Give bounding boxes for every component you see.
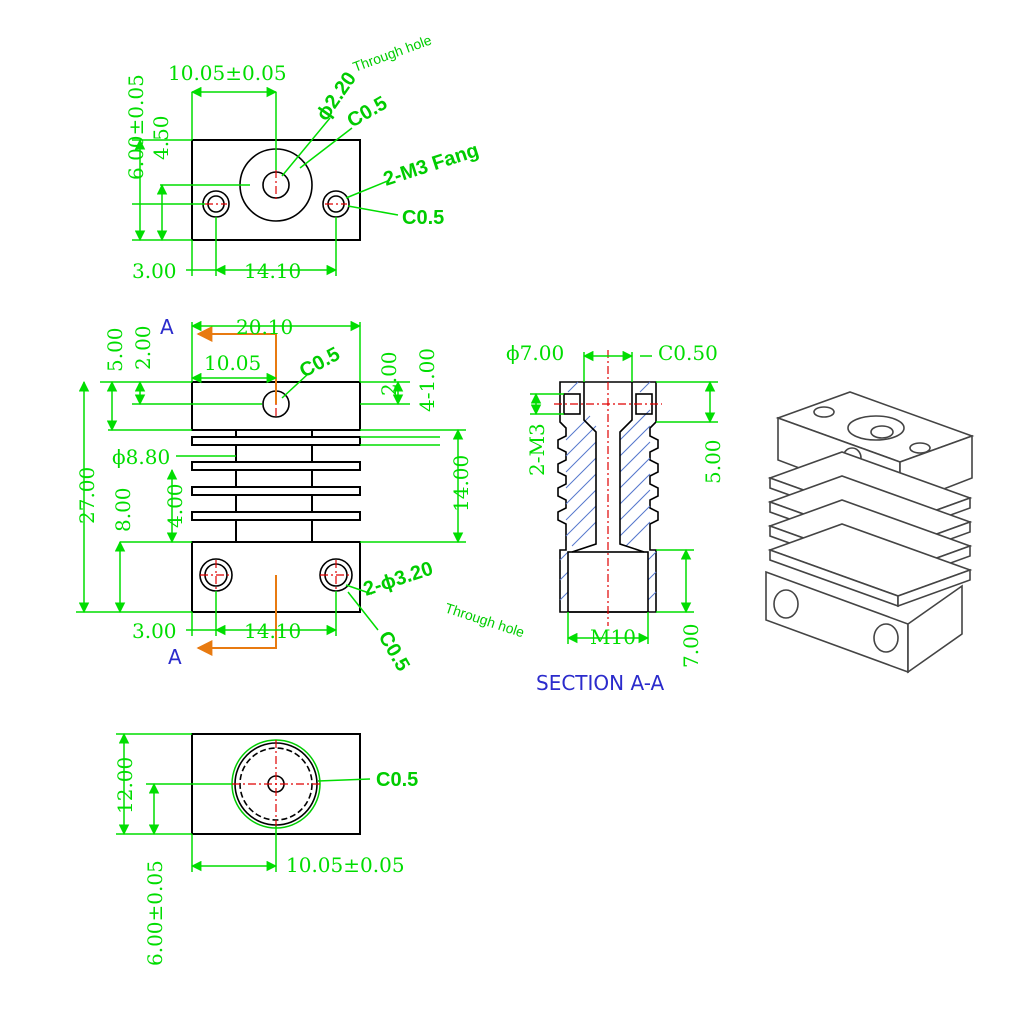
front-holes-note: Through hole bbox=[443, 600, 527, 641]
top-view: 10.05±0.05 6.00±0.05 4.50 ϕ2.20 Through … bbox=[124, 31, 482, 283]
section-m10-label: M10 bbox=[590, 625, 636, 649]
front-dim-200-right: 2.00 bbox=[377, 351, 401, 396]
isometric-view bbox=[765, 391, 975, 674]
bottom-view: C0.5 12.00 10.05±0.05 6.00±0.05 bbox=[113, 732, 418, 966]
front-dim-4-100: 4-1.00 bbox=[415, 348, 439, 412]
front-dim-200: 2.00 bbox=[131, 325, 155, 370]
bottom-width-tol-label: 10.05±0.05 bbox=[286, 853, 405, 877]
front-fin-dia-label: ϕ8.80 bbox=[112, 445, 170, 469]
top-chamfer-label-1: C0.5 bbox=[344, 92, 392, 132]
top-fang-label: 2-M3 Fang bbox=[381, 139, 482, 190]
front-holes-label: 2-ϕ3.20 bbox=[361, 558, 436, 601]
bottom-chamfer-label: C0.5 bbox=[376, 769, 418, 791]
section-arrow-bottom bbox=[196, 575, 277, 656]
section-m3-left bbox=[563, 393, 581, 415]
section-thread-label: 2-M3 bbox=[525, 423, 549, 476]
top-chamfer-label-2: C0.5 bbox=[402, 207, 444, 229]
bottom-height-tol-label: 6.00±0.05 bbox=[143, 860, 167, 966]
front-dim-400: 4.00 bbox=[163, 483, 187, 528]
iso-bottom-side bbox=[907, 584, 963, 674]
section-chamfer-label: C0.50 bbox=[658, 341, 718, 365]
front-fin-2 bbox=[191, 461, 361, 471]
section-hatch bbox=[559, 381, 657, 601]
section-title: SECTION A-A bbox=[536, 671, 664, 695]
section-marker-top: A bbox=[160, 315, 174, 339]
front-dim-1400-right: 14.00 bbox=[449, 455, 473, 512]
front-total-height-label: 27.00 bbox=[75, 467, 99, 524]
front-fin-1 bbox=[191, 436, 361, 446]
front-dim-500: 5.00 bbox=[103, 327, 127, 372]
bottom-height-label: 12.00 bbox=[113, 757, 137, 814]
front-chamfer-top-label: C0.5 bbox=[296, 343, 344, 382]
top-height-tol-label: 6.00±0.05 bbox=[124, 74, 148, 180]
section-depth-label: 7.00 bbox=[679, 623, 703, 668]
section-dim-right-label: 5.00 bbox=[701, 439, 725, 484]
section-marker-bottom: A bbox=[168, 645, 182, 669]
front-fin-3 bbox=[191, 486, 361, 496]
section-view: ϕ7.00 C0.50 2-M3 5.00 M10 7.00 SECTION A… bbox=[506, 341, 725, 695]
section-bore bbox=[571, 382, 645, 553]
front-width-label: 20.10 bbox=[236, 315, 293, 339]
section-dia-label: ϕ7.00 bbox=[506, 341, 564, 365]
front-half-width-label: 10.05 bbox=[204, 351, 261, 375]
front-dim-800: 8.00 bbox=[111, 487, 135, 532]
top-offset-label: 3.00 bbox=[132, 259, 177, 283]
front-spacing-label: 14.10 bbox=[244, 619, 301, 643]
front-view: A A 20.10 10.05 C0.5 5.00 2.00 2.00 4-1.… bbox=[75, 315, 527, 675]
front-offset-label: 3.00 bbox=[132, 619, 177, 643]
top-spacing-label: 14.10 bbox=[244, 259, 301, 283]
front-fin-4 bbox=[191, 511, 361, 521]
front-chamfer-bottom-label: C0.5 bbox=[374, 628, 414, 676]
top-width-tol-label: 10.05±0.05 bbox=[168, 61, 287, 85]
top-height-label: 4.50 bbox=[149, 115, 173, 160]
top-through-hole-note: Through hole bbox=[351, 31, 434, 74]
